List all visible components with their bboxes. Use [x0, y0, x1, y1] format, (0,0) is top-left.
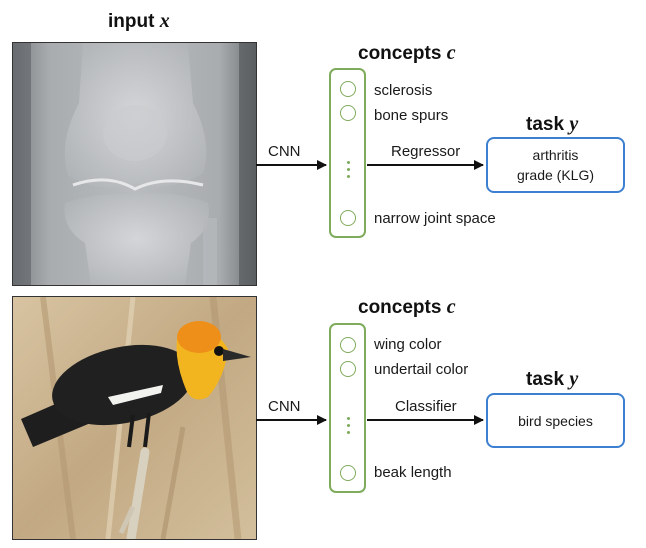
task-title-bottom: task y — [526, 368, 578, 391]
concept-node-2 — [340, 105, 356, 121]
bird-photo-image — [12, 296, 257, 540]
concept-label-5: undertail color — [374, 361, 469, 378]
concepts-label-top: concepts — [358, 43, 442, 64]
concept-label-4: wing color — [374, 336, 442, 353]
concept-node-3 — [340, 210, 356, 226]
concept-label-6: beak length — [374, 464, 452, 481]
ellipsis-dots-bottom — [347, 417, 350, 438]
ellipsis-dots-top — [347, 161, 350, 182]
input-label: input — [108, 11, 155, 32]
knee-xray-drawing — [13, 43, 256, 285]
input-variable: x — [159, 10, 170, 32]
concept-label-1: sclerosis — [374, 82, 433, 99]
task-output-box-top: arthritis grade (KLG) — [486, 137, 625, 193]
task-title-top: task y — [526, 113, 578, 136]
bird-photo-drawing — [13, 297, 256, 539]
cnn-label-top: CNN — [268, 143, 301, 160]
concept-bottleneck-top — [329, 68, 366, 238]
task-variable-bottom: y — [569, 368, 579, 390]
task-output-box-bottom: bird species — [486, 393, 625, 448]
concepts-title-bottom: concepts c — [358, 296, 456, 319]
classifier-label: Classifier — [395, 398, 457, 415]
task-label-bottom: task — [526, 369, 565, 390]
regressor-label: Regressor — [391, 143, 461, 160]
concepts-variable-top: c — [446, 42, 456, 64]
concept-bottleneck-bottom — [329, 323, 366, 493]
concepts-variable-bottom: c — [446, 296, 456, 318]
concept-node-4 — [340, 337, 356, 353]
task-variable-top: y — [569, 113, 579, 135]
task-label-top: task — [526, 114, 565, 135]
concept-node-5 — [340, 361, 356, 377]
knee-xray-image — [12, 42, 257, 286]
concepts-title-top: concepts c — [358, 42, 456, 65]
task-output-bottom: bird species — [518, 412, 593, 429]
concept-node-6 — [340, 465, 356, 481]
cnn-label-bottom: CNN — [268, 398, 301, 415]
task-output-top: arthritis grade (KLG) — [516, 147, 595, 183]
concept-label-2: bone spurs — [374, 107, 449, 124]
concept-label-3: narrow joint space — [374, 210, 496, 227]
concepts-label-bottom: concepts — [358, 297, 442, 318]
input-title: input x — [108, 10, 170, 33]
concept-node-1 — [340, 81, 356, 97]
